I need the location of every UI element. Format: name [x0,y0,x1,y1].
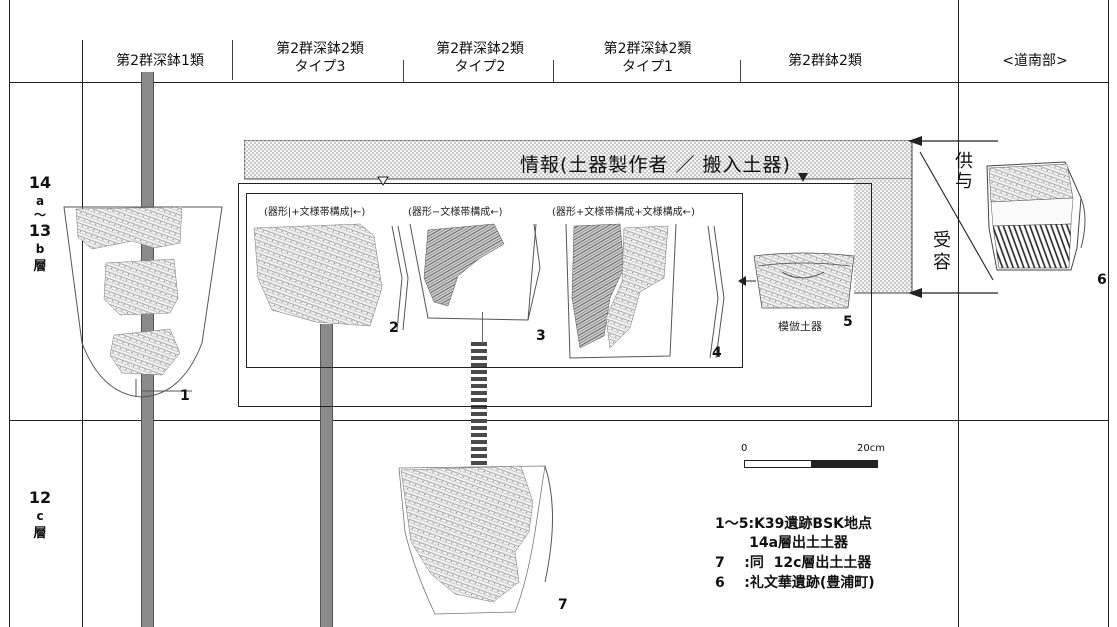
pot-drawing-4 [565,223,725,359]
caption-form-band: (器形|+文様帯構成|←) [264,207,366,218]
caption-form-band-pattern: (器形+文様帯構成+文様構成←) [552,207,695,218]
layer-number: 14 [28,173,52,192]
column-header-type2-t2: 第2群深鉢2類 タイプ2 [405,40,555,76]
supply-label-char: 与 [955,171,973,192]
header-tick [740,60,741,82]
legend-line-2: 14a層出土土器 [715,535,849,551]
column-header-type2-t1: 第2群深鉢2類 タイプ1 [560,40,735,76]
column-header-subtype: タイプ1 [622,59,673,75]
scale-bar-start-label: 0 [741,443,748,454]
supply-label: 供 与 [955,152,973,192]
arrow-to-imitation [738,276,756,286]
column-header-type2-t3: 第2群深鉢2類 タイプ3 [240,40,400,76]
figure-number-2: 2 [389,320,399,336]
left-column-divider [82,40,83,627]
layer-suffix: 層 [33,259,47,274]
figure-number-5: 5 [843,314,853,330]
legend-line-3: 7 :同 12c層出土土器 [715,555,872,571]
column-header-subtype: タイプ3 [294,59,346,75]
column-header-bowl: 第2群鉢2類 [788,53,862,69]
layer-number: 12 [28,488,52,507]
column-header-region: <道南部> [1002,53,1068,69]
caption-imitation-pottery: 模倣土器 [778,320,822,333]
header-divider-line [9,82,1109,83]
layer-label-lower: 12 c 層 [20,488,60,544]
column-header-title: 第2群深鉢2類 [436,41,524,57]
receive-label-char: 受 [933,230,951,251]
column-header-type1: 第2群深鉢1類 [116,53,204,69]
pot-drawing-2 [253,223,409,331]
layer-label-upper: 14 a 〜 13 b 層 [20,173,60,277]
supply-receive-arrows [908,136,998,298]
pot-drawing-3 [409,223,541,321]
legend-line-1: 1〜5:K39遺跡BSK地点 [715,516,873,532]
header-tick [232,40,233,80]
information-band [244,140,913,294]
information-band-label: 情報(土器製作者 ／ 搬入土器) [520,154,791,176]
supply-label-char: 供 [955,151,973,172]
layer-number: 13 [28,221,52,240]
marker-triangle-open [377,176,389,186]
figure-number-1: 1 [180,388,190,404]
column-header-subtype: タイプ2 [454,59,506,75]
layer-sub: a [35,194,45,208]
header-tick [403,60,404,82]
column-header-title: 第2群深鉢2類 [276,41,364,57]
pot-drawing-1 [63,206,223,398]
layer-sub: c [36,509,44,523]
figure-number-3: 3 [536,328,546,344]
receive-label-char: 容 [933,252,951,273]
legend-line-4: 6 :礼文華遺跡(豊浦町) [715,575,875,591]
header-tick [553,60,554,82]
continuity-bar-type2-t3 [320,324,333,627]
outer-group-panel [238,183,872,407]
figure-number-6: 6 [1097,272,1107,288]
layer-suffix: 層 [33,526,47,541]
pot-drawing-6 [986,161,1086,271]
figure-number-7: 7 [558,597,568,613]
receive-label: 受 容 [933,230,951,274]
connector-thin-line [482,312,483,344]
figure-number-4: 4 [712,345,722,361]
layer-sub: b [35,242,45,256]
pot-drawing-5 [753,252,855,309]
frame-left-border [9,0,10,627]
layer-range-mark: 〜 [33,208,46,222]
caption-form-minus-band: (器形−文様帯構成←) [408,207,503,218]
right-border-line [1108,0,1109,627]
column-header-title: 第2群深鉢2類 [603,41,692,57]
scale-bar-end-label: 20cm [857,443,885,454]
scale-bar [744,460,878,468]
right-column-divider [958,0,959,627]
marker-triangle-filled [798,173,808,182]
layer-divider-line [9,420,1109,421]
dashed-connector-bar [471,342,487,467]
pot-drawing-7 [398,465,553,615]
